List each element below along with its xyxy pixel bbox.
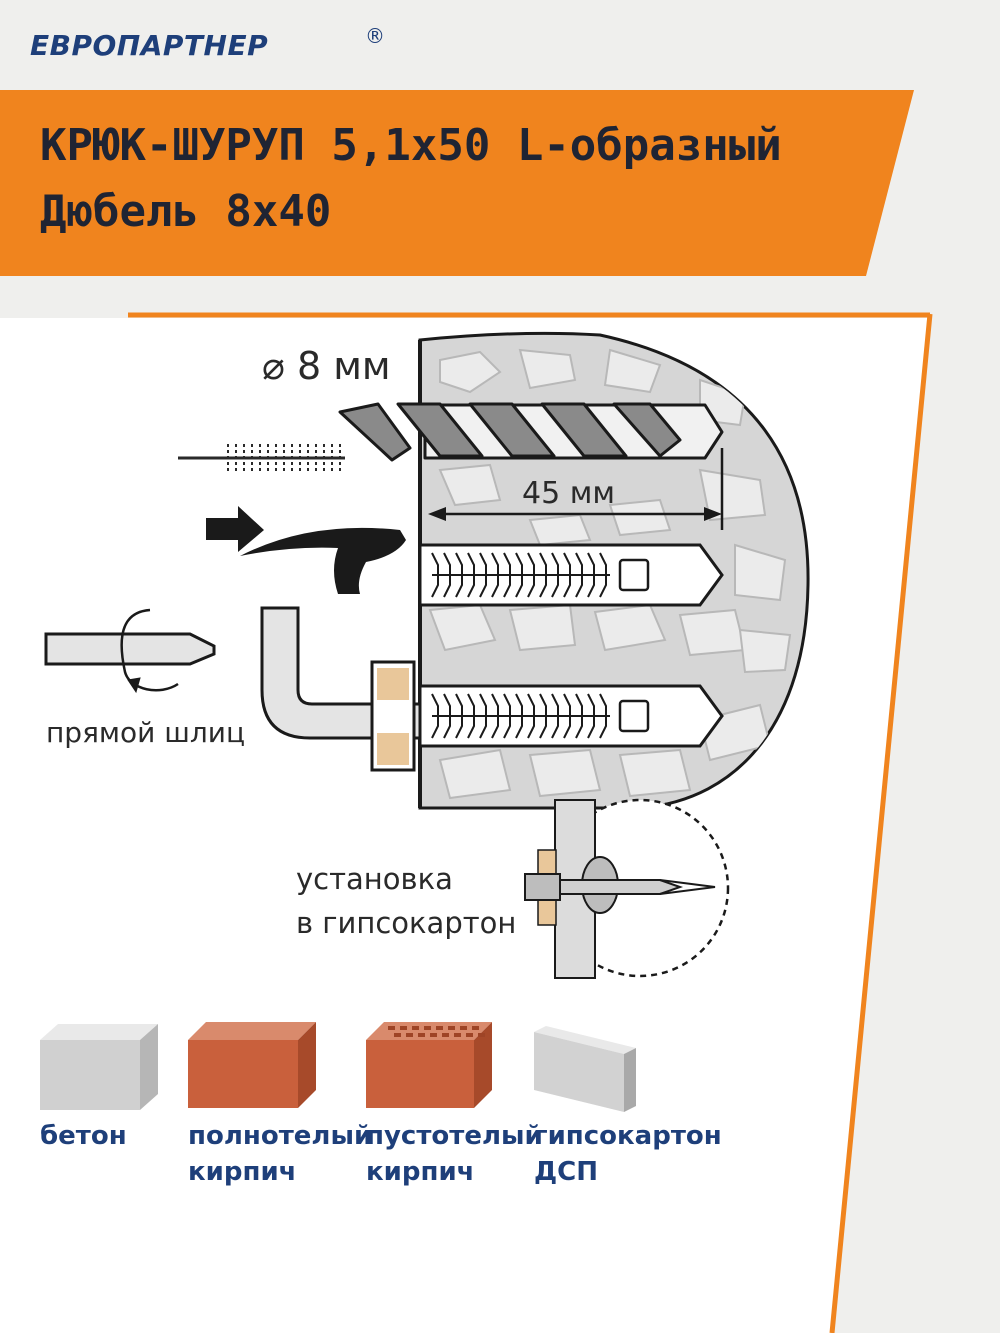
drill-diameter-label: ⌀ 8 мм — [262, 344, 391, 388]
material-label-concrete: бетон — [40, 1118, 127, 1154]
title-banner — [0, 90, 914, 276]
arrow-right-icon — [206, 506, 264, 552]
concrete-block-icon — [40, 1024, 158, 1110]
brand-name: ЕВРОПАРТНЕР — [30, 29, 269, 62]
screwdriver-icon — [44, 608, 216, 694]
brush-icon — [178, 444, 345, 472]
material-label-line: кирпич — [188, 1157, 297, 1187]
material-label-drywall: гипсокартон ДСП — [534, 1118, 722, 1190]
screwdriver-type-label: прямой шлиц — [46, 716, 246, 749]
material-label-line: гипсокартон — [534, 1121, 722, 1151]
material-label-hollow-brick: пустотелый кирпич — [366, 1118, 543, 1190]
registered-mark: ® — [365, 24, 385, 48]
hollow-brick-icon — [366, 1022, 492, 1108]
drill-bit — [338, 402, 724, 462]
material-label-line: ДСП — [534, 1157, 598, 1187]
title-line-1: КРЮК-ШУРУП 5,1х50 L-образный — [40, 120, 782, 171]
drywall-board-icon — [534, 1026, 636, 1112]
l-hook-icon — [260, 606, 422, 772]
drill-depth-label: 45 мм — [522, 476, 615, 511]
depth-dimension-arrow — [428, 448, 724, 530]
title-line-2: Дюбель 8х40 — [40, 186, 332, 237]
solid-brick-icon — [188, 1022, 316, 1108]
material-label-line: пустотелый — [366, 1121, 543, 1151]
drywall-install-label-1: установка — [296, 862, 453, 896]
material-label-solid-brick: полнотелый кирпич — [188, 1118, 372, 1190]
hammer-icon — [206, 506, 406, 594]
material-label-line: полнотелый — [188, 1121, 373, 1151]
material-label-line: бетон — [40, 1121, 127, 1151]
drywall-detail-inset — [524, 798, 730, 979]
rotation-arrow-icon — [120, 608, 179, 692]
accent-line — [829, 313, 933, 1333]
drywall-install-label-2: в гипсокартон — [296, 906, 517, 940]
material-label-line: кирпич — [366, 1157, 475, 1187]
